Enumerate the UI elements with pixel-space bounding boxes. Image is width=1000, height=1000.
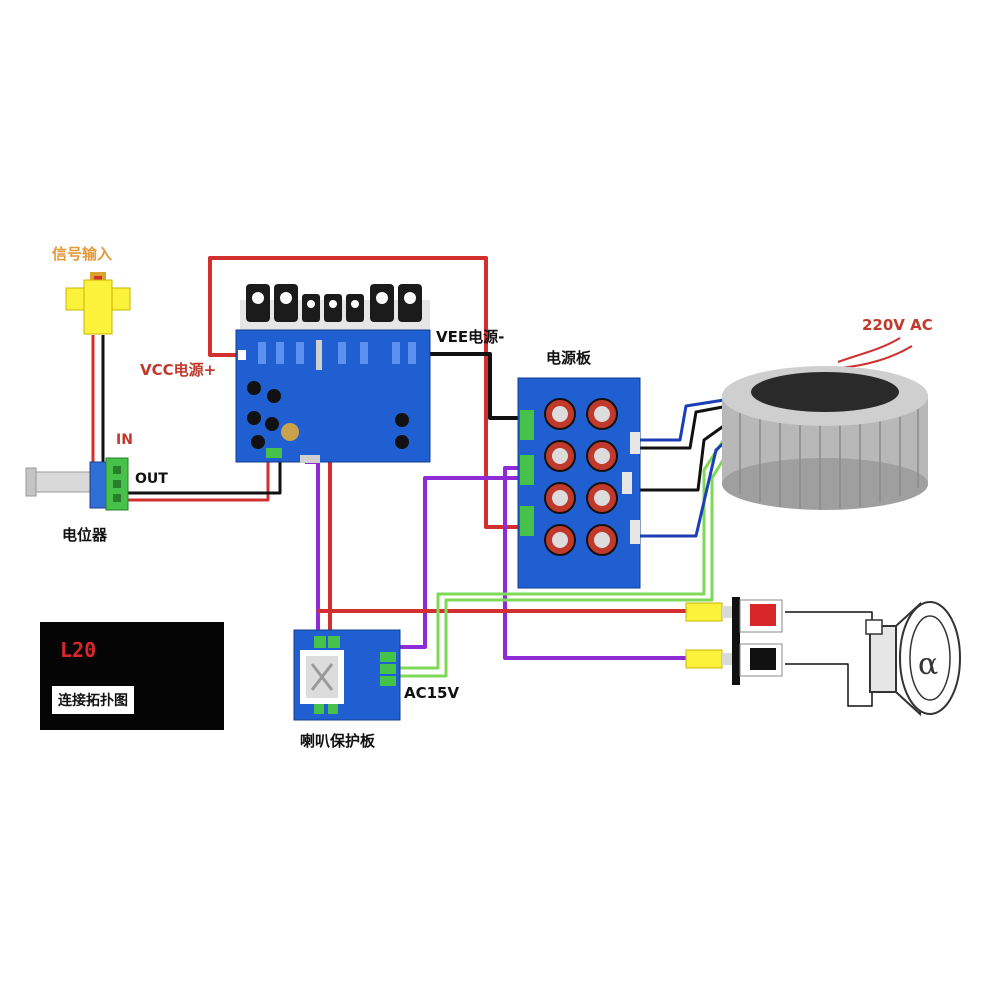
- vee-label: VEE电源-: [436, 328, 505, 346]
- amp-transistors: [246, 284, 422, 322]
- ac15-green-wire-1: [398, 417, 740, 670]
- out-label: OUT: [135, 471, 168, 487]
- speaker-wire-neg: [785, 663, 873, 707]
- amplifier-board: [235, 284, 431, 463]
- toroidal-transformer: [722, 366, 928, 510]
- filter-capacitors: [544, 398, 618, 556]
- wires: [91, 256, 913, 707]
- rca-signal-input: [65, 272, 131, 335]
- legend-code: L20: [60, 638, 97, 662]
- power-board-label: 电源板: [546, 349, 592, 367]
- amp-purple-wire: [305, 460, 320, 637]
- svg-text:α: α: [918, 647, 938, 682]
- speaker-terminal: [685, 597, 783, 685]
- ac220-red-wire-1: [837, 337, 901, 363]
- vee-black-wire: [428, 352, 520, 420]
- power-board: [517, 377, 641, 589]
- ac15-label: AC15V: [404, 684, 460, 702]
- loudspeaker: α: [865, 601, 961, 717]
- in-label: IN: [116, 432, 133, 448]
- speaker-purple-wire: [503, 466, 690, 660]
- ac15-green-wire-2: [398, 425, 746, 678]
- signal-input-label: 信号输入: [52, 245, 113, 263]
- power-pcb: [517, 377, 641, 589]
- potentiometer-label: 电位器: [62, 526, 108, 544]
- speaker-wire-pos: [785, 611, 873, 630]
- xfmr-black-wire-1: [640, 404, 729, 450]
- potentiometer: [25, 457, 129, 511]
- vcc-red-wire: [208, 256, 520, 529]
- speaker-protection-board: [293, 629, 401, 721]
- ac220-label: 220V AC: [862, 316, 933, 334]
- power-purple-wire: [398, 476, 520, 649]
- legend-box: L20 连接拓扑图: [40, 622, 224, 730]
- legend-caption: 连接拓扑图: [52, 686, 134, 714]
- speaker-protection-label: 喇叭保护板: [300, 732, 376, 750]
- xfmr-blue-wire-1: [640, 398, 725, 442]
- out-black-wire: [124, 455, 282, 495]
- out-red-wire: [124, 455, 270, 502]
- vcc-label: VCC电源+: [140, 361, 217, 379]
- xfmr-black-wire-2: [640, 418, 733, 492]
